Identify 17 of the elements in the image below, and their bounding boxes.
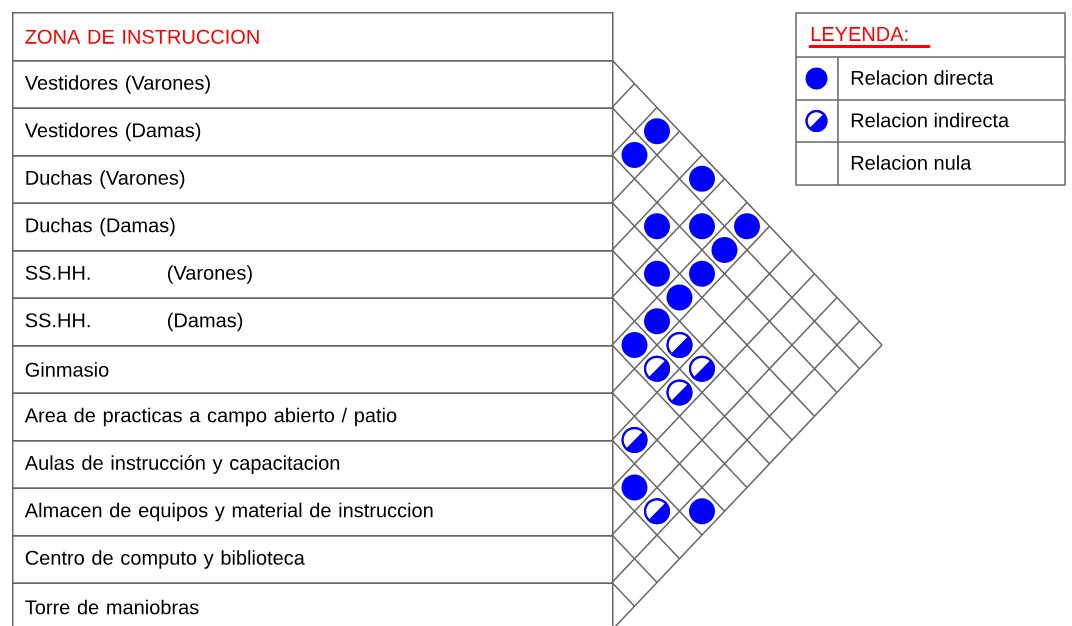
row-label-box: Duchas (Varones) — [12, 155, 614, 204]
row-label-box: SS.HH. (Damas) — [12, 297, 614, 347]
table-header: ZONA DE INSTRUCCION — [12, 12, 614, 62]
row-label-box: Duchas (Damas) — [12, 202, 614, 252]
legend-text: Relacion indirecta — [851, 112, 1010, 128]
row-label-box: Ginmasio — [12, 345, 614, 394]
row-label-box: Torre de maniobras — [12, 582, 614, 626]
legend-heading: LEYENDA: — [808, 27, 931, 48]
row-label-box: Centro de computo y biblioteca — [12, 535, 614, 584]
legend-text: Relacion directa — [851, 70, 994, 85]
row-label-box: Vestidores (Varones) — [12, 60, 614, 109]
row-label-box: Vestidores (Damas) — [12, 107, 614, 157]
row-label-box: Aulas de instrucción y capacitacion — [12, 440, 614, 489]
row-label-box: Area de practicas a campo abierto / patio — [12, 392, 614, 442]
row-label-box: Almacen de equipos y material de instruccion — [12, 487, 614, 537]
row-label-box: SS.HH. (Varones) — [12, 250, 614, 299]
legend-text: Relacion nula — [851, 155, 972, 170]
